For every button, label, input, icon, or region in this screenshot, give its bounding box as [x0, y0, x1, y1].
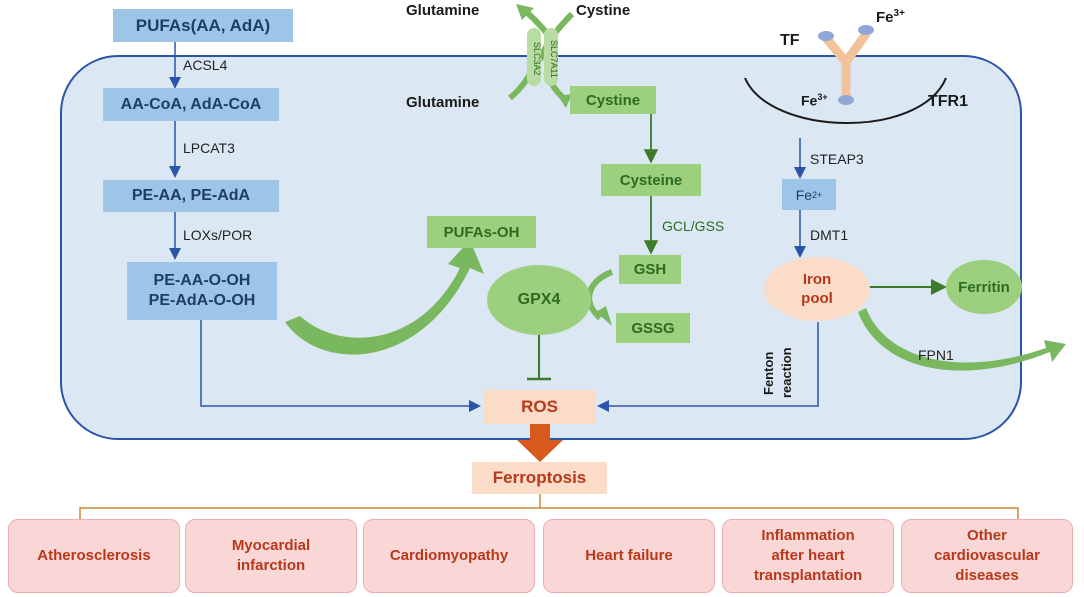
ferritin-node: Ferritin — [946, 260, 1022, 314]
slc7a11-label: SLC7A11 — [549, 40, 559, 78]
tfr1-label: TFR1 — [928, 93, 968, 110]
dmt1-label: DMT1 — [810, 227, 849, 243]
ros-box: ROS — [483, 390, 596, 424]
disease-cardiomyopathy: Cardiomyopathy — [363, 519, 535, 593]
pe-ooh-box: PE-AA-O-OH PE-AdA-O-OH — [127, 262, 277, 320]
lpcat3-label: LPCAT3 — [183, 140, 235, 156]
cystine-box: Cystine — [570, 86, 656, 114]
acsl4-label: ACSL4 — [183, 57, 228, 73]
cystine-out-label: Cystine — [576, 2, 631, 19]
steap3-label: STEAP3 — [810, 151, 864, 167]
slc3a2-label: SLC3A2 — [532, 42, 542, 76]
disease-other-cardiovascular: Other cardiovascular diseases — [901, 519, 1073, 593]
iron-pool-node: Iron pool — [764, 257, 870, 321]
disease-myocardial-infarction: Myocardial infarction — [185, 519, 357, 593]
tf-label: TF — [780, 32, 800, 49]
pufas-oh-box: PUFAs-OH — [427, 216, 536, 248]
glutamine-out-label: Glutamine — [406, 2, 480, 19]
disease-heart-failure: Heart failure — [543, 519, 715, 593]
fenton-reaction-label: Fenton reaction — [761, 347, 794, 399]
gpx4-node: GPX4 — [487, 265, 591, 335]
gssg-box: GSSG — [616, 313, 690, 343]
glutamine-in-label: Glutamine — [406, 94, 480, 111]
fpn1-label: FPN1 — [918, 347, 954, 363]
pe-aa-box: PE-AA, PE-AdA — [103, 180, 279, 212]
disease-inflammation-transplant: Inflammation after heart transplantation — [722, 519, 894, 593]
fe3-in-label: Fe3+ — [801, 92, 828, 109]
gsh-box: GSH — [619, 255, 681, 284]
cysteine-box: Cysteine — [601, 164, 701, 196]
gcl-gss-label: GCL/GSS — [662, 218, 725, 234]
fe3-top-label: Fe3+ — [876, 8, 905, 26]
disease-atherosclerosis: Atherosclerosis — [8, 519, 180, 593]
aa-coa-box: AA-CoA, AdA-CoA — [103, 88, 279, 121]
pufas-box: PUFAs(AA, AdA) — [113, 9, 293, 42]
lox-label: LOXs/POR — [183, 227, 253, 243]
ferroptosis-box: Ferroptosis — [472, 462, 607, 494]
